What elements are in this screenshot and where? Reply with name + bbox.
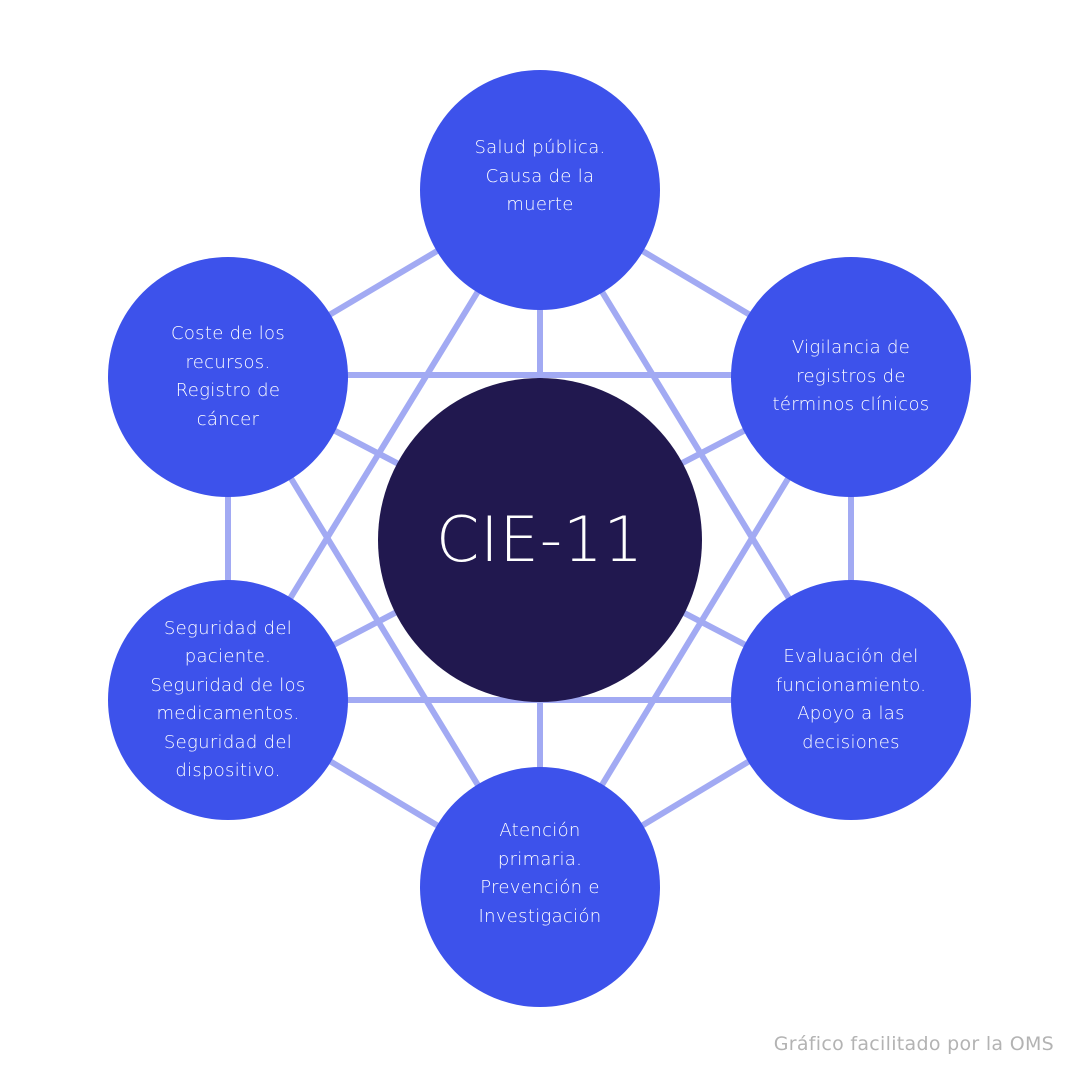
node-label: Seguridad del paciente. Seguridad de los… <box>150 617 306 782</box>
center-label: CIE-11 <box>435 503 644 576</box>
node-label: Salud pública. Causa de la muerte <box>474 137 606 216</box>
node-coste-recursos: Coste de los recursos. Registro de cánce… <box>108 257 348 497</box>
center-node-cie11: CIE-11 <box>378 378 702 702</box>
node-label: Atención primaria. Prevención e Investig… <box>478 820 602 927</box>
node-seguridad: Seguridad del paciente. Seguridad de los… <box>108 580 348 820</box>
node-label: Evaluación del funcionamiento. Apoyo a l… <box>775 646 927 753</box>
node-evaluacion: Evaluación del funcionamiento. Apoyo a l… <box>731 580 971 820</box>
node-label: Vigilancia de registros de términos clín… <box>772 337 930 416</box>
node-label: Coste de los recursos. Registro de cánce… <box>170 323 286 430</box>
node-atencion-primaria: Atención primaria. Prevención e Investig… <box>420 767 660 1007</box>
node-vigilancia: Vigilancia de registros de términos clín… <box>731 257 971 497</box>
node-salud-publica: Salud pública. Causa de la muerte <box>420 70 660 310</box>
credit-text: Gráfico facilitado por la OMS <box>773 1033 1054 1055</box>
